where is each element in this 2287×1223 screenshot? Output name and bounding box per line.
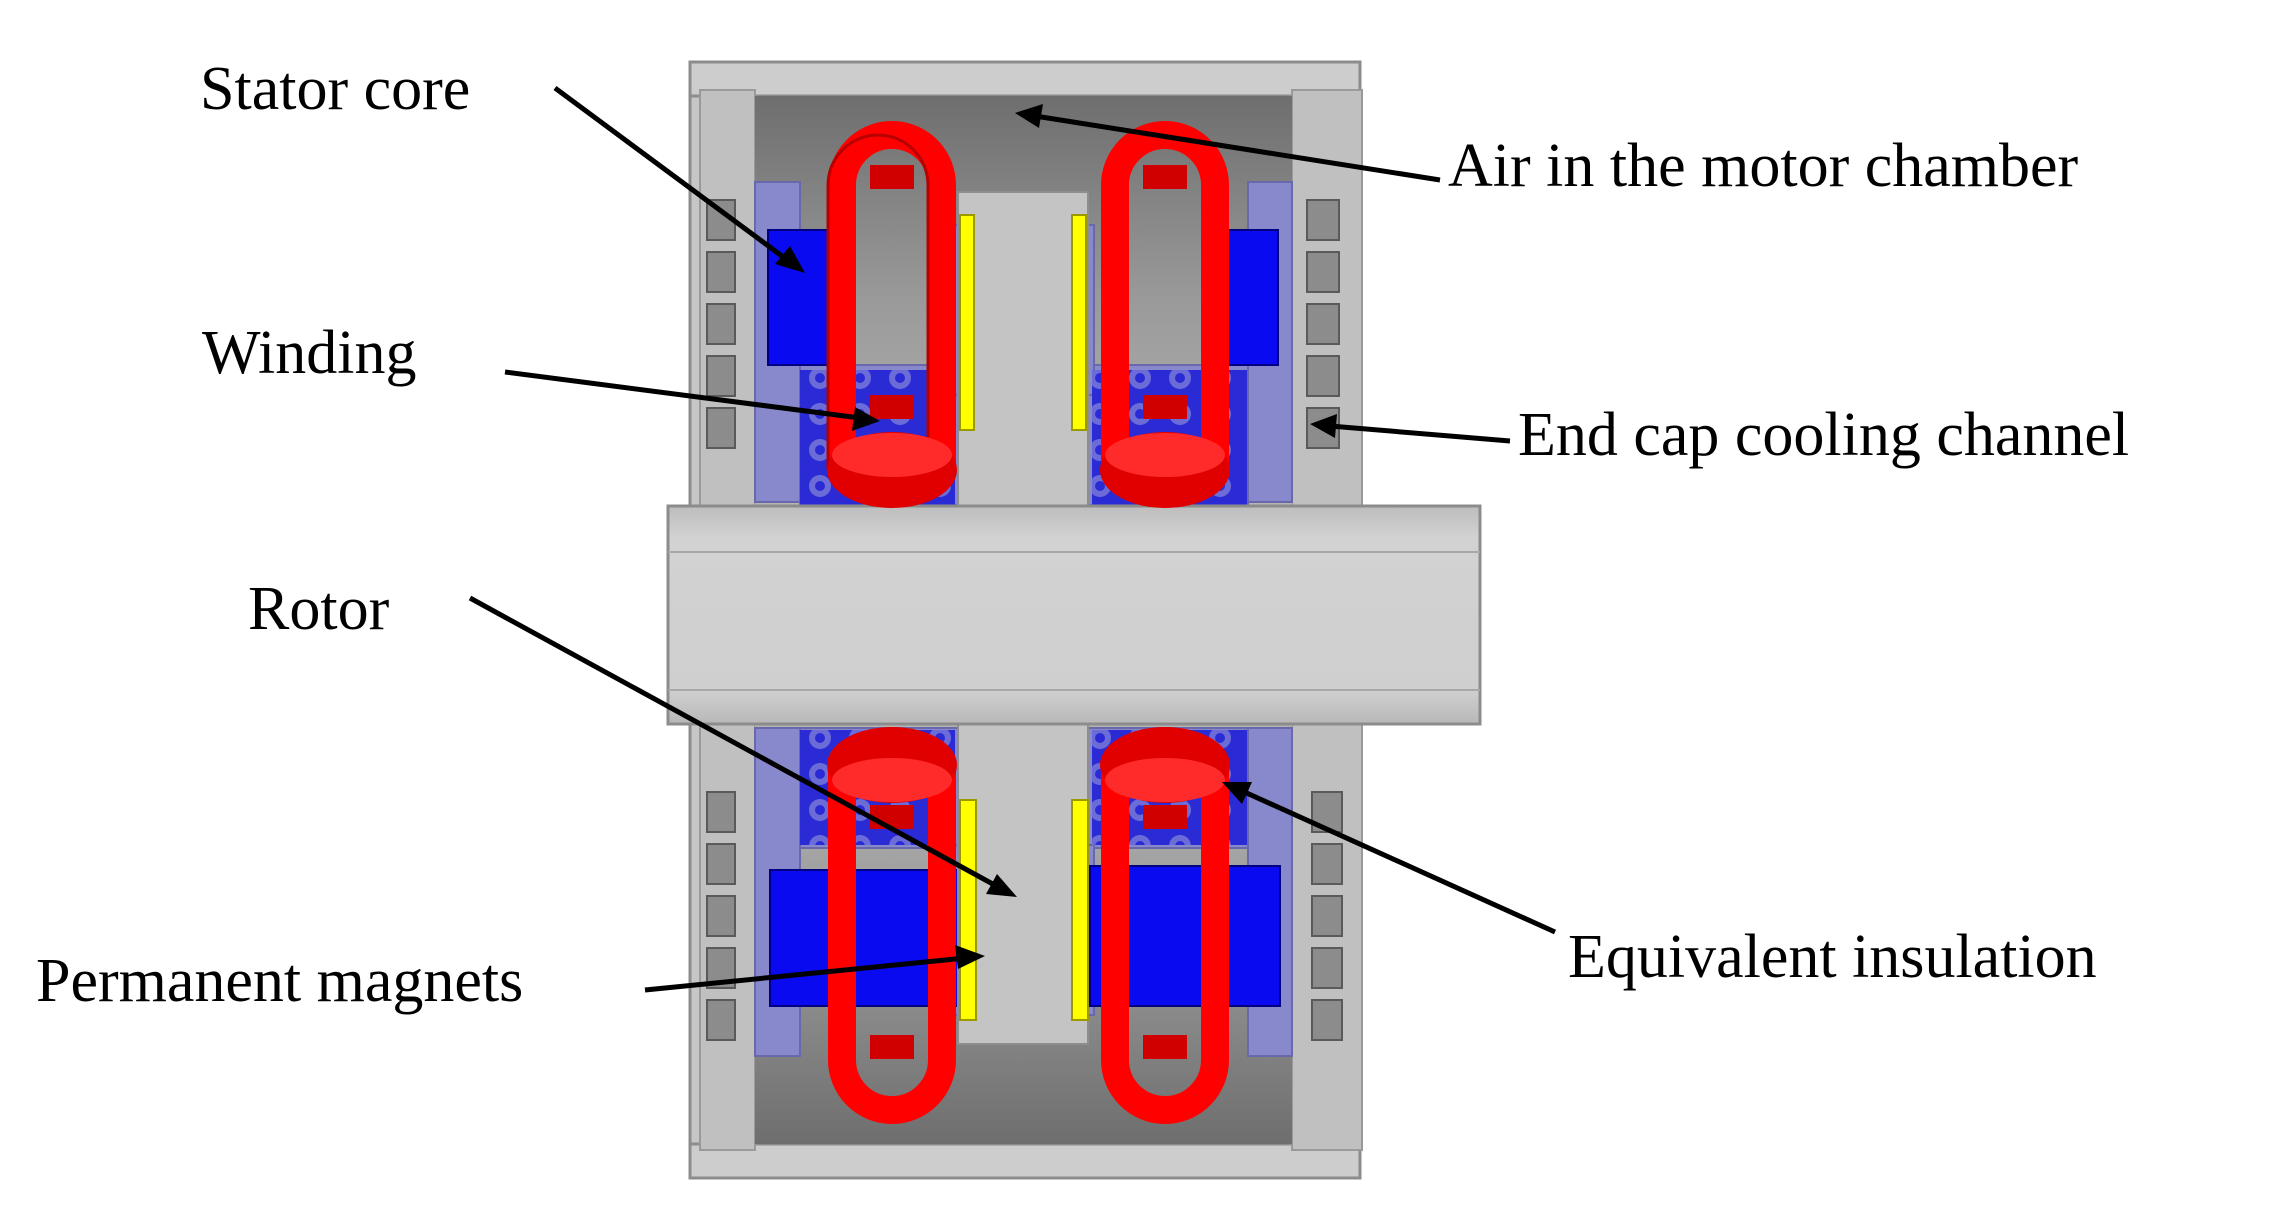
end-cap-cooling-channels xyxy=(706,199,1343,1041)
winding-coil xyxy=(827,727,957,1124)
leader-arrows xyxy=(468,85,1557,993)
arrow-air-chamber xyxy=(1015,104,1441,183)
arrow-permanent-magnets xyxy=(644,945,985,993)
shaft xyxy=(666,504,1482,726)
windings xyxy=(826,121,1230,1124)
arrow-rotor xyxy=(468,595,1017,897)
label-equivalent-insulation: Equivalent insulation xyxy=(1568,923,2097,991)
rotor xyxy=(957,191,1089,1045)
winding-coil xyxy=(1100,727,1230,1124)
arrow-equivalent-insulation xyxy=(1222,782,1557,935)
arrow-winding xyxy=(504,369,880,431)
label-rotor: Rotor xyxy=(248,575,390,643)
winding-coil xyxy=(826,121,957,508)
label-winding: Winding xyxy=(202,319,417,387)
label-air-chamber: Air in the motor chamber xyxy=(1448,132,2079,200)
label-end-cap-cooling: End cap cooling channel xyxy=(1518,401,2130,469)
arrow-end-cap-cooling xyxy=(1310,414,1511,444)
arrow-stator-core xyxy=(553,85,805,273)
label-permanent-magnets: Permanent magnets xyxy=(36,947,524,1015)
label-stator-core: Stator core xyxy=(200,55,471,123)
